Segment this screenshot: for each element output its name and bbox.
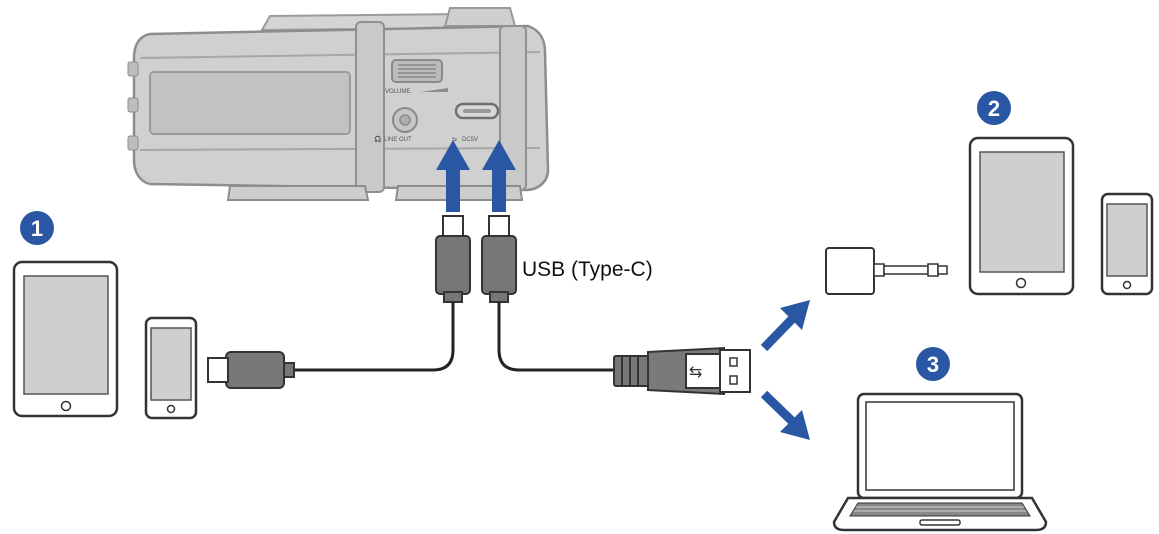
badge-1: 1 <box>20 211 54 245</box>
badge-3: 3 <box>916 347 950 381</box>
lightning-adapter <box>825 247 948 295</box>
svg-text:3: 3 <box>927 352 939 377</box>
plug-in-arrow-right <box>482 140 516 212</box>
laptop <box>832 392 1048 532</box>
volume-wheel <box>391 59 443 83</box>
home-button-icon <box>1015 277 1027 289</box>
usb-type-c-label: USB (Type-C) <box>522 258 653 281</box>
trackpad <box>919 519 961 526</box>
cable-to-phone <box>292 302 455 372</box>
tablet-2 <box>968 136 1075 296</box>
svg-text:1: 1 <box>31 216 43 241</box>
usb-symbol-icon: ⇆ <box>452 136 457 143</box>
usb-c-connector-left <box>435 215 471 303</box>
home-button-icon <box>166 404 176 414</box>
lightning-connector <box>207 351 295 389</box>
arrow-to-adapter <box>760 300 810 352</box>
phone-1 <box>144 316 198 420</box>
tablet-1 <box>12 260 119 418</box>
usb-symbol-icon: ⇆ <box>689 362 702 381</box>
home-button-icon <box>1122 280 1132 290</box>
badge-2: 2 <box>977 91 1011 125</box>
cable-to-usb-a <box>497 302 616 372</box>
volume-label: VOLUME <box>385 89 410 95</box>
arrow-to-laptop <box>760 390 810 440</box>
headphone-icon: 🎧 <box>374 135 381 143</box>
line-out-label: LINE OUT <box>384 137 412 143</box>
svg-text:2: 2 <box>988 96 1000 121</box>
usb-a-connector: ⇆ <box>613 346 751 396</box>
plug-in-arrow-left <box>436 140 470 212</box>
phone-2 <box>1100 192 1154 296</box>
usb-c-connector-right <box>481 215 517 303</box>
home-button-icon <box>60 400 72 412</box>
dc5v-label: DC5V <box>462 137 478 143</box>
recorder-device: VOLUME 🎧 LINE OUT ⇆ DC5V <box>127 7 550 201</box>
